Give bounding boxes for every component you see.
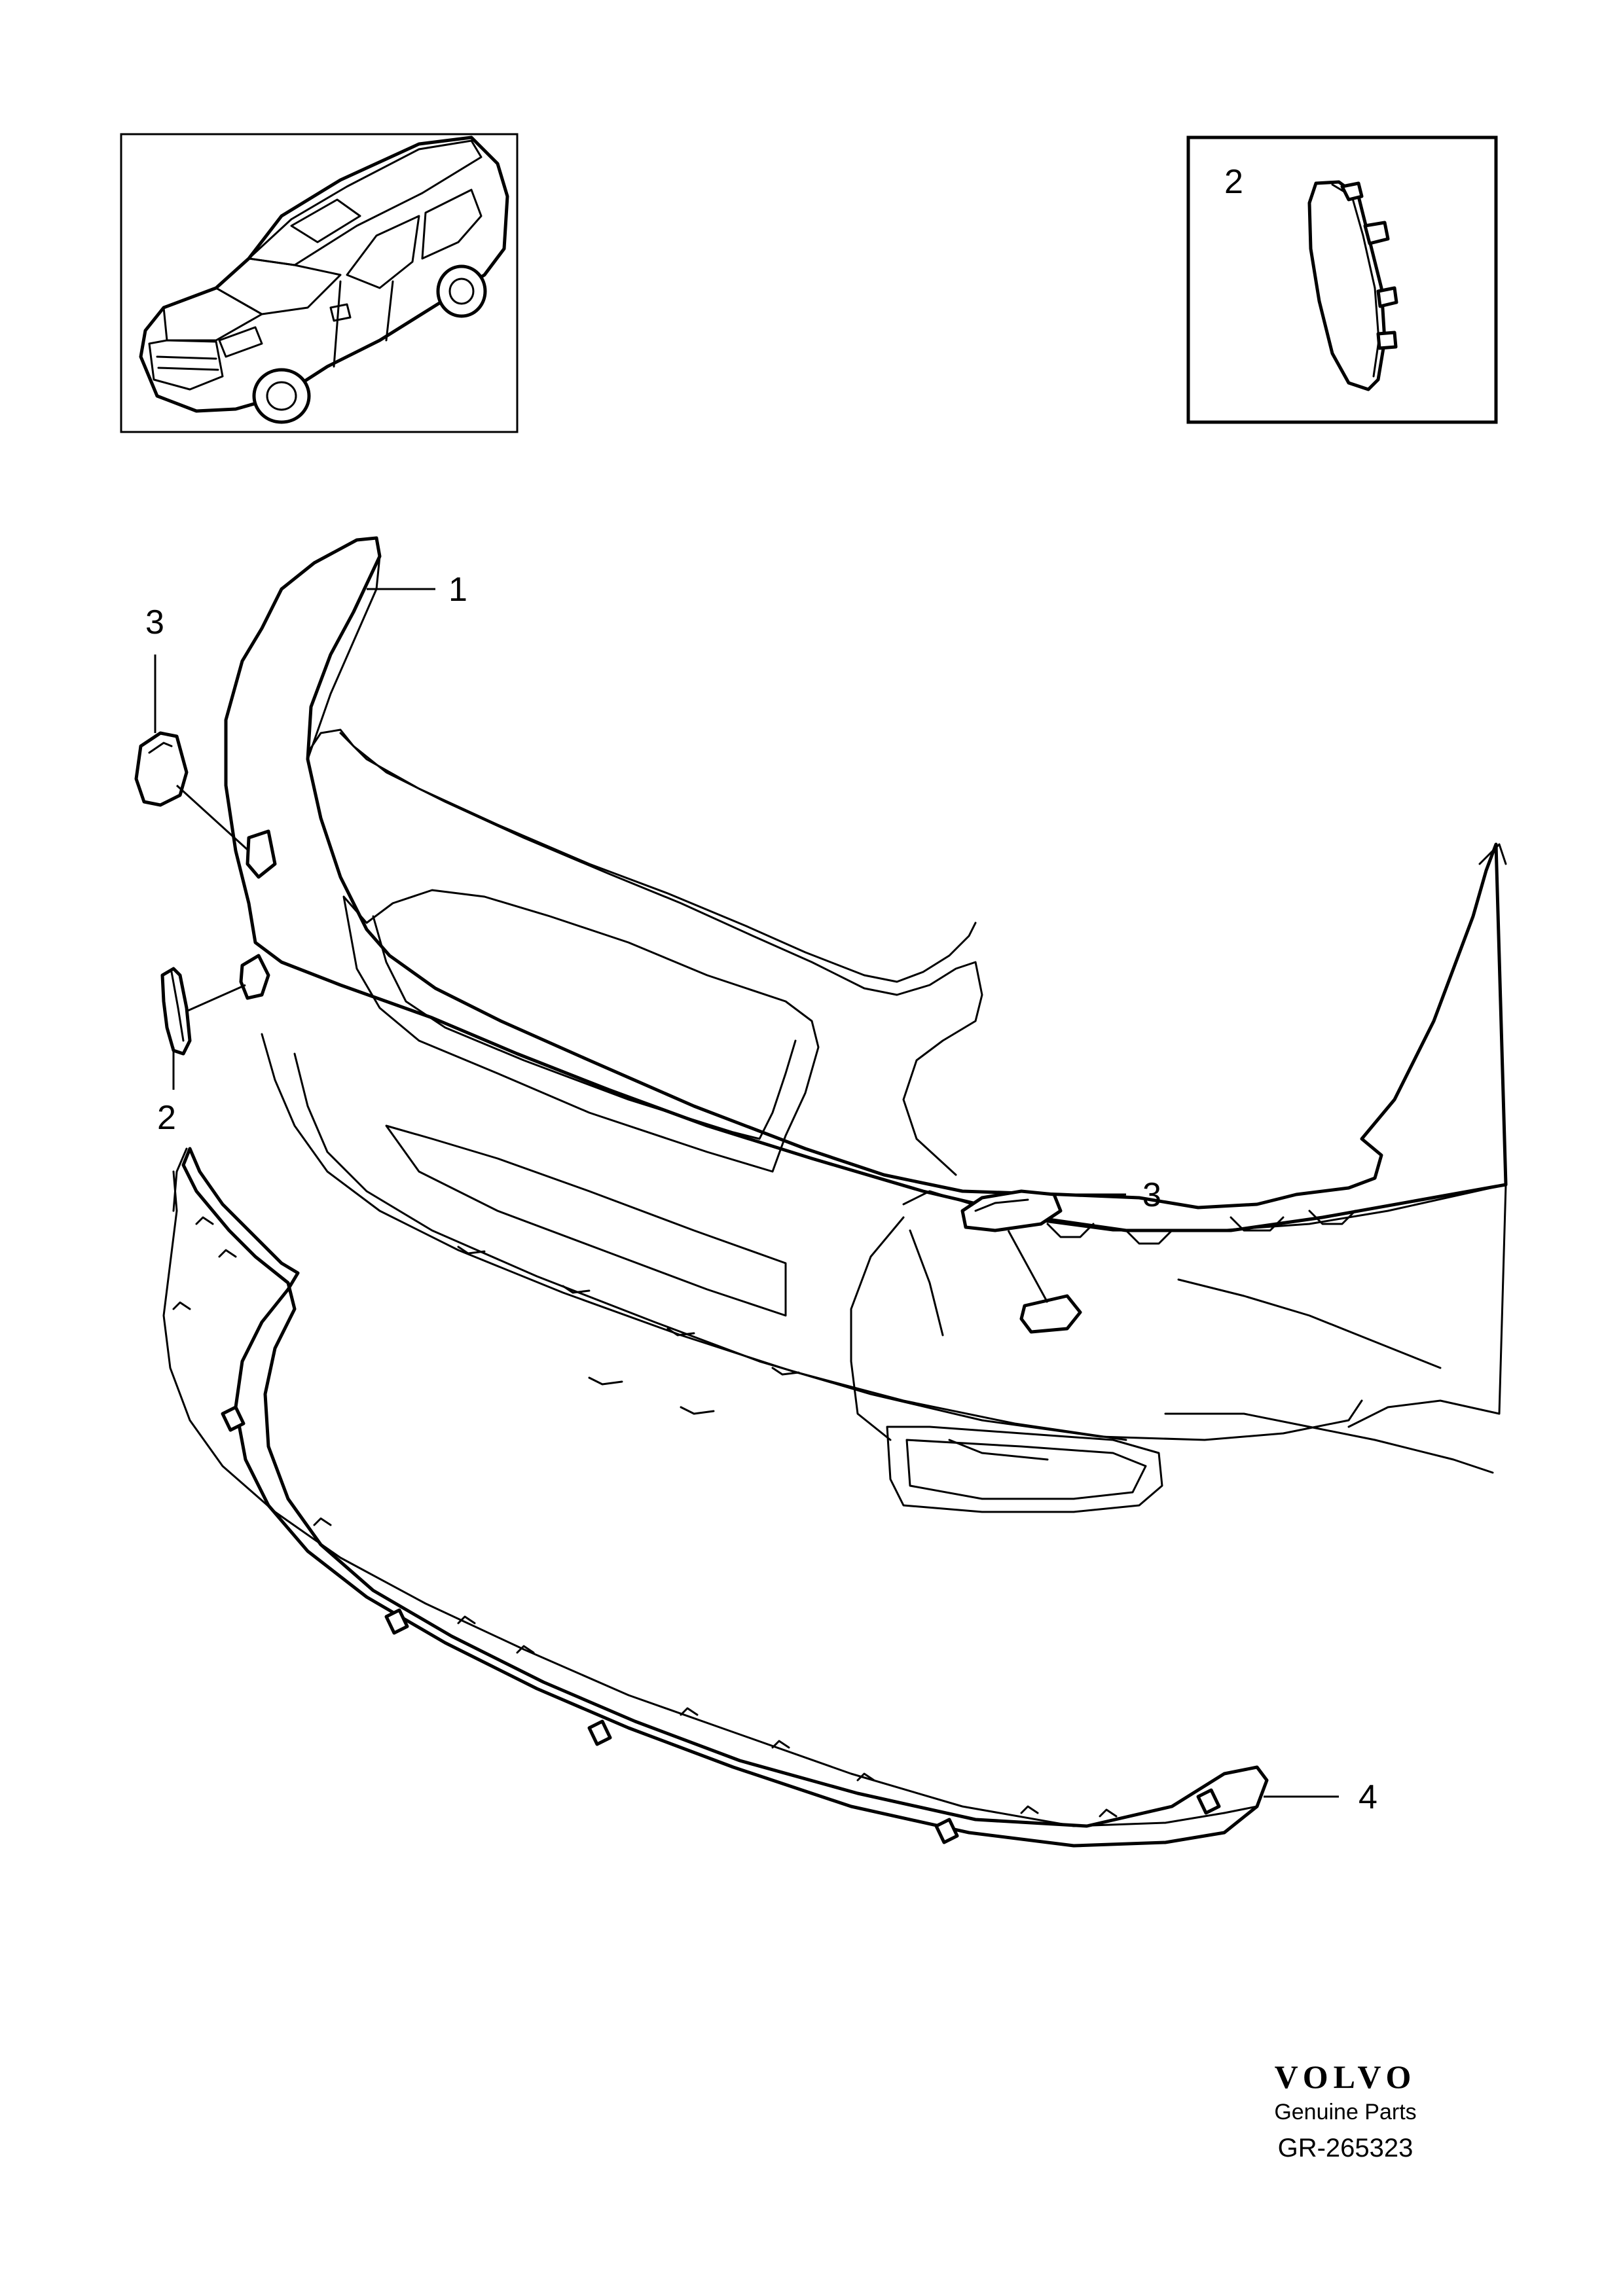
footer-branding: VOLVO Genuine Parts GR-265323	[1274, 2058, 1416, 2162]
leader-3-right-to-recess	[1007, 1230, 1049, 1303]
callout-3-right: 3	[1142, 1176, 1161, 1214]
callout-3-left: 3	[145, 603, 164, 641]
bumper-cover-body	[224, 536, 1508, 1232]
washer-recess-left	[246, 829, 277, 879]
leader-2-to-mount	[186, 984, 246, 1013]
inset-callout-label: 2	[1224, 163, 1243, 201]
callout-4: 4	[1359, 1778, 1377, 1816]
callout-2-small-cap: 2	[157, 1099, 176, 1137]
diagram-reference-number: GR-265323	[1278, 2134, 1413, 2162]
fog-lamp-recess	[886, 1426, 1163, 1513]
grille-opening	[342, 889, 820, 1173]
front-bumper-cover	[224, 536, 1508, 1513]
volvo-logo: VOLVO	[1275, 2058, 1417, 2095]
part-2-detail-inset: 2	[1186, 135, 1498, 424]
detail-inset-frame	[1186, 135, 1498, 424]
callout-1: 1	[448, 571, 467, 609]
vehicle-inset-frame	[120, 133, 519, 433]
washer-cap-left	[134, 731, 189, 807]
washer-cap-right	[960, 1189, 1063, 1232]
small-cap	[160, 967, 192, 1056]
leader-3-left-to-recess	[175, 784, 250, 852]
genuine-parts-label: Genuine Parts	[1274, 2100, 1416, 2125]
front-spoiler	[162, 1147, 1269, 1848]
washer-recess-right	[1019, 1294, 1082, 1334]
leader-lines	[154, 588, 1339, 1798]
vehicle-overview-inset	[120, 133, 519, 433]
station-wagon-illustration	[139, 135, 509, 424]
spoiler-body	[181, 1147, 1269, 1848]
